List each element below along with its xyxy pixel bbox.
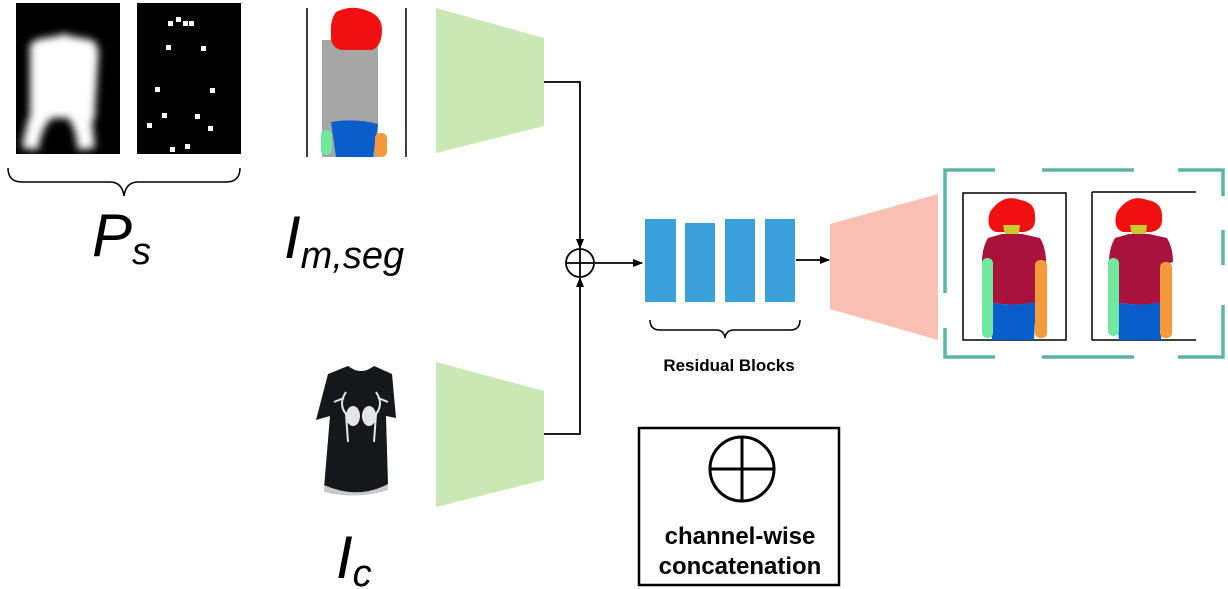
output-segmentation-image	[962, 192, 1067, 341]
pose-brace	[7, 167, 241, 197]
body-shape-mask-image	[16, 3, 120, 154]
output-bracket	[943, 168, 1225, 359]
clothing-tshirt-image	[316, 366, 396, 496]
residual-block	[685, 223, 715, 302]
lower-encoder-connector	[544, 277, 584, 435]
cloth-label: Ic	[336, 524, 372, 589]
concat-operator	[565, 248, 595, 278]
clothing-encoder	[436, 362, 544, 507]
legend-box: channel-wise concatenation	[637, 426, 841, 587]
legend-text-line2: concatenation	[659, 553, 822, 580]
concat-symbol	[708, 435, 776, 503]
decoder	[830, 194, 938, 340]
pose-keypoint-map-image	[137, 3, 241, 154]
output-segmentation-image	[1091, 191, 1196, 341]
residual-blocks-label: Residual Blocks	[663, 356, 794, 375]
residual-block	[765, 219, 795, 302]
residual-block	[645, 219, 676, 302]
residual-block	[725, 219, 755, 302]
segmentation-encoder	[436, 8, 544, 153]
upper-encoder-connector	[544, 81, 584, 249]
masked-segmentation-image	[306, 7, 407, 157]
residual-brace	[649, 319, 801, 339]
pose-label: Ps	[92, 202, 151, 273]
legend-text-line1: channel-wise	[665, 523, 816, 550]
seg-label: Im,seg	[284, 204, 404, 277]
